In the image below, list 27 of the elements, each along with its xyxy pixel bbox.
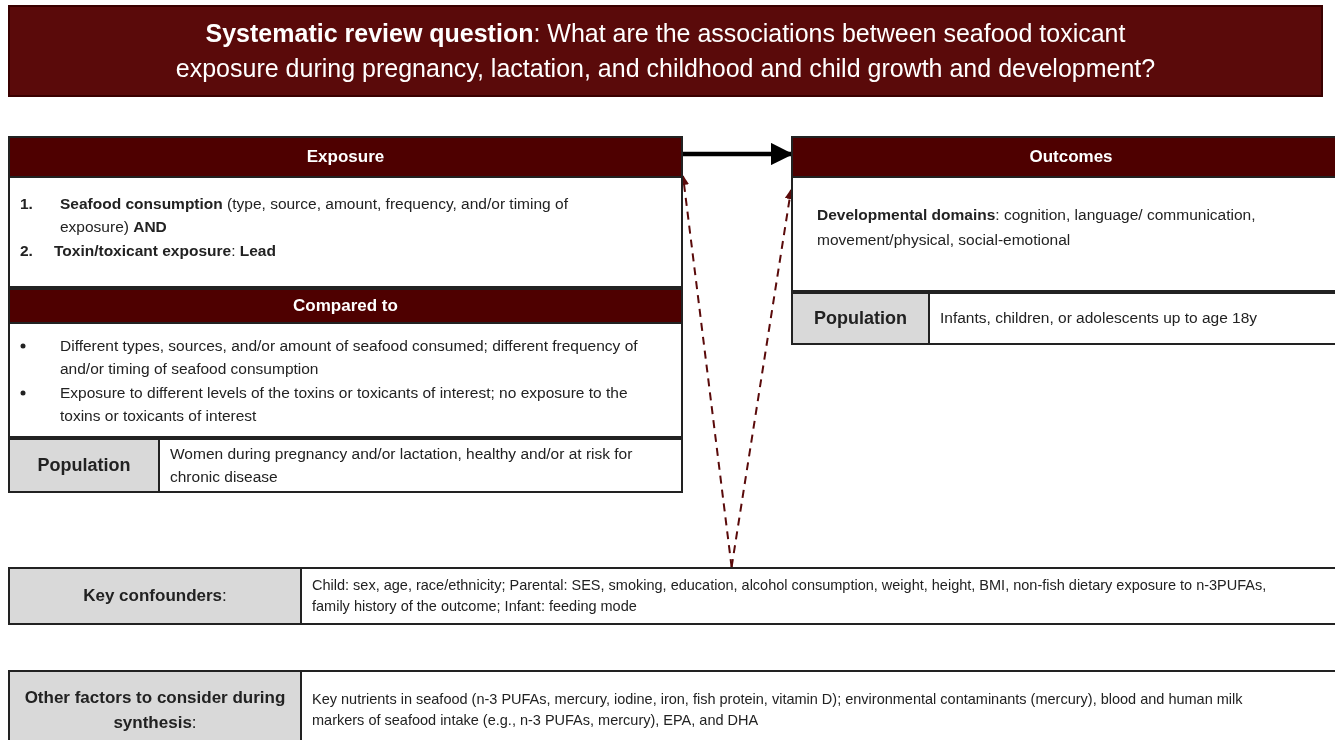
outcomes-panel xyxy=(791,136,1335,292)
row-value: Child: sex, age, race/ethnicity; Parental: SES, smoking, education, alcohol consumption, weight, height, BMI, non-fish dietary exposure to n-3PUFAs, family history of the outcome; Infant: feeding mode xyxy=(311,576,1268,616)
list-item: Different types, sources, and/or amount of seafood consumed; different frequency of and/or timing of seafood consumption xyxy=(60,336,639,380)
list-number: 2. xyxy=(20,240,34,261)
list-item: Exposure to different levels of the toxins or toxicants of interest; no exposure to the toxins or toxicants of interest xyxy=(60,382,629,426)
row-label: Population xyxy=(793,294,930,343)
table-row xyxy=(8,438,683,493)
exposure-panel xyxy=(8,136,683,288)
row-value: Women during pregnancy and/or lactation, healthy and/or at risk for chronic disease xyxy=(169,444,634,487)
title-banner xyxy=(8,5,1323,97)
panel-header: Exposure xyxy=(10,138,681,178)
table-row xyxy=(8,670,1335,740)
comparator-panel xyxy=(8,288,683,438)
row-value: Key nutrients in seafood (n-3 PUFAs, mercury, iodine, iron, fish protein, vitamin D); environmental contaminants (mercury), blood and human milk markers of seafood intake (e.g., n-3 PUFAs, mercury), EPA, and DHA xyxy=(311,690,1244,730)
outcome-description: Developmental domains: cognition, language/ communication, movement/physical, social-emotional xyxy=(817,205,1257,250)
panel-header: Outcomes xyxy=(793,138,1335,178)
list-number: 1. xyxy=(20,194,34,214)
table-row xyxy=(791,292,1335,345)
list-item: Seafood consumption (type, source, amount, frequency, and/or timing of exposure) AND xyxy=(60,194,569,238)
row-label: Other factors to consider during synthesis: xyxy=(10,672,302,740)
table-row xyxy=(8,567,1335,625)
panel-header: Compared to xyxy=(10,290,681,324)
row-value: Infants, children, or adolescents up to age 18y xyxy=(939,308,1259,329)
row-label: Key confounders: xyxy=(10,569,302,623)
list-item: Toxin/toxicant exposure: Lead xyxy=(54,240,276,261)
review-question: Systematic review question: What are the associations between seafood toxicant exposure during pregnancy, lactation, and childhood and child growth and development? xyxy=(174,18,1157,84)
row-label: Population xyxy=(10,440,160,491)
